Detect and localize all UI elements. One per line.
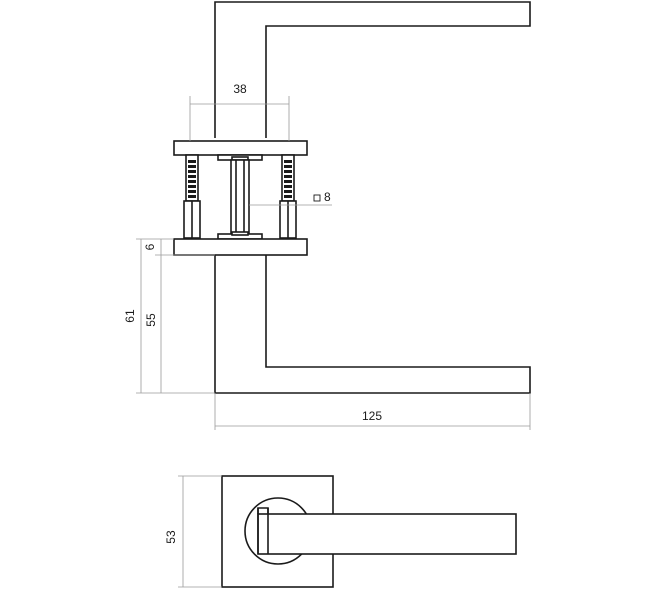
dimension-handle-length: 125: [214, 393, 531, 430]
left-bolt-thread: [188, 160, 196, 198]
dimension-rose-spacing: 38: [189, 82, 290, 141]
dim-label-55: 55: [144, 313, 158, 327]
dim-label-53: 53: [164, 530, 178, 544]
dim-label-61: 61: [123, 309, 137, 323]
dim-label-8: 8: [324, 190, 331, 204]
square-symbol-icon: [313, 194, 321, 202]
spindle-assembly: [183, 154, 297, 239]
dimension-spindle-square: 8: [249, 190, 332, 206]
upper-lever-handle: [214, 1, 531, 138]
dimension-rose-size: 53: [164, 475, 222, 588]
front-view-rose-and-lever: [221, 475, 517, 588]
dim-label-38: 38: [233, 82, 247, 96]
right-bolt-thread: [284, 160, 292, 198]
dim-label-6: 6: [143, 243, 157, 250]
dim-label-125: 125: [362, 409, 382, 423]
lower-lever-handle: [214, 255, 531, 394]
lever-front: [257, 513, 517, 555]
lower-rose: [173, 231, 308, 256]
dimension-vertical-heights: 6 61 55: [123, 238, 215, 394]
